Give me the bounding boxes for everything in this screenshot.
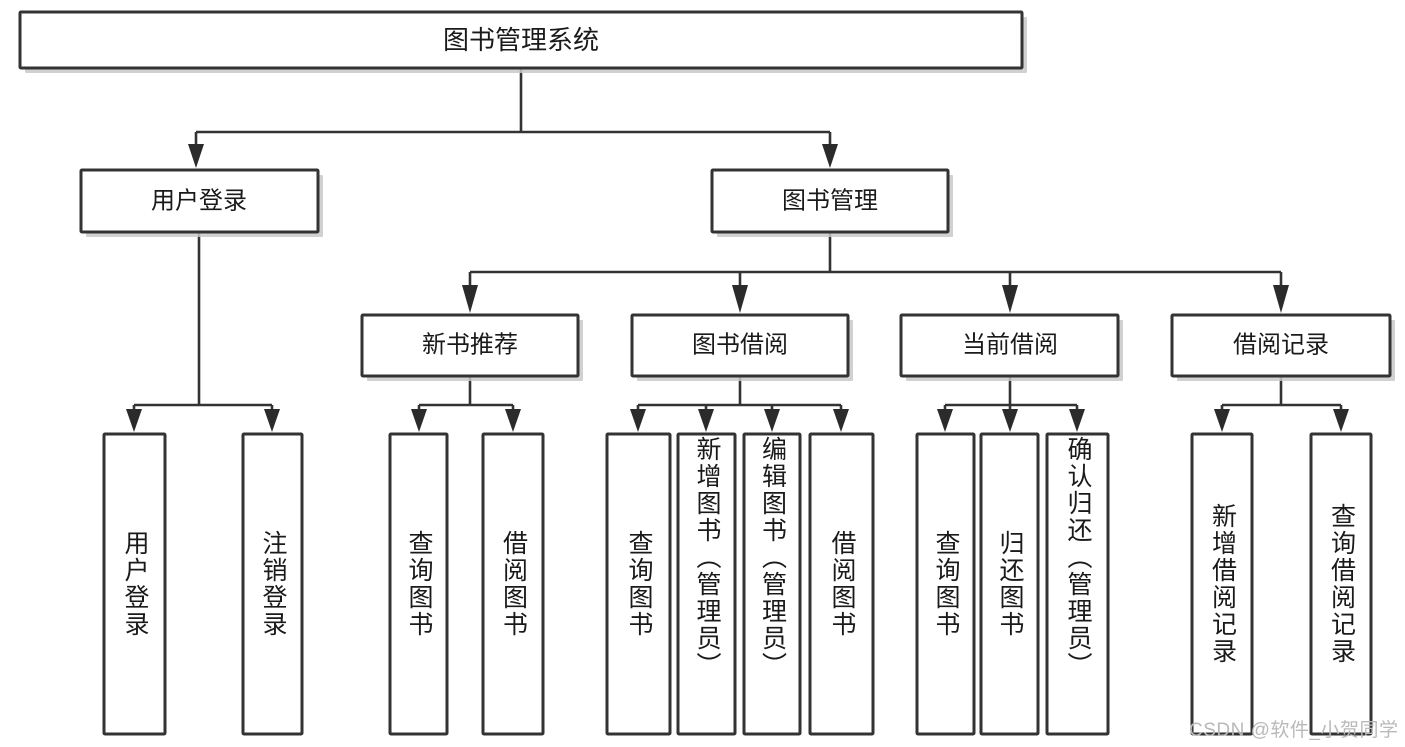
arrow-head-icon <box>698 409 714 432</box>
arrow-head-icon <box>462 285 478 313</box>
node-book-management[interactable]: 图书管理 <box>710 168 953 237</box>
arrow-head-icon <box>732 285 748 313</box>
leaf-node[interactable] <box>1309 432 1373 736</box>
arrow-head-icon <box>505 409 521 432</box>
arrow-head-icon <box>764 409 780 432</box>
arrow-head-icon <box>1333 409 1349 432</box>
leaf-node[interactable] <box>742 432 802 736</box>
node-root-label: 图书管理系统 <box>443 25 599 55</box>
arrow-head-icon <box>1069 409 1085 432</box>
arrow-head-icon <box>411 409 427 432</box>
node-layer: 图书管理系统 用户登录 图书管理 新书推荐 <box>18 10 1395 736</box>
node-user-login-label: 用户登录 <box>151 187 247 214</box>
node-root[interactable]: 图书管理系统 <box>18 10 1027 73</box>
leaf-node[interactable] <box>979 432 1040 736</box>
arrow-head-icon <box>1002 409 1018 432</box>
node-borrow-record[interactable]: 借阅记录 <box>1170 313 1395 381</box>
node-book-management-label: 图书管理 <box>782 187 878 214</box>
node-borrow-record-label: 借阅记录 <box>1233 331 1329 358</box>
node-book-borrow-label: 图书借阅 <box>692 331 788 358</box>
arrow-head-icon <box>630 409 646 432</box>
node-new-book-recommend-label: 新书推荐 <box>422 331 518 358</box>
arrow-head-icon <box>1002 285 1018 313</box>
leaf-node[interactable] <box>915 432 976 736</box>
node-current-borrow[interactable]: 当前借阅 <box>899 313 1123 381</box>
arrow-head-icon <box>188 144 204 168</box>
watermark-text: CSDN @软件_小贺同学 <box>1189 720 1399 741</box>
leaf-node[interactable] <box>241 432 304 736</box>
arrow-head-icon <box>126 409 142 432</box>
node-book-borrow[interactable]: 图书借阅 <box>630 313 853 381</box>
leaf-node[interactable] <box>808 432 875 736</box>
node-new-book-recommend[interactable]: 新书推荐 <box>360 313 583 381</box>
leaf-node[interactable] <box>481 432 545 736</box>
leaf-node[interactable] <box>388 432 449 736</box>
arrow-head-icon <box>937 409 953 432</box>
node-current-borrow-label: 当前借阅 <box>962 331 1058 358</box>
leaf-node[interactable] <box>605 432 672 736</box>
leaf-node[interactable] <box>1045 432 1110 736</box>
node-user-login[interactable]: 用户登录 <box>79 168 323 237</box>
leaf-node[interactable] <box>676 432 737 736</box>
arrow-head-icon <box>833 409 849 432</box>
leaf-node[interactable] <box>1190 432 1254 736</box>
arrow-head-icon <box>1214 409 1230 432</box>
connector-layer <box>126 68 1349 432</box>
leaf-node[interactable] <box>102 432 167 736</box>
arrow-head-icon <box>822 144 838 168</box>
arrow-head-icon <box>1273 285 1289 313</box>
arrow-head-icon <box>264 409 280 432</box>
